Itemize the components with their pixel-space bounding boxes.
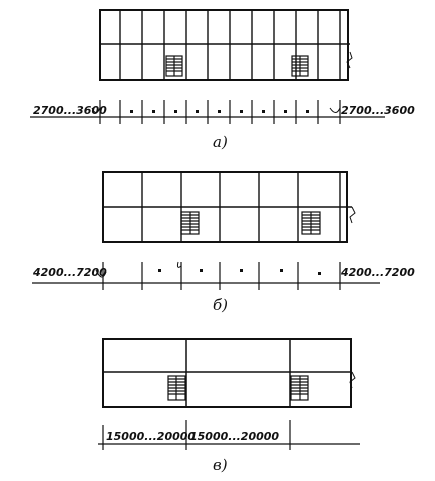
plan-c [102,338,356,408]
dim-label-c-right: 15000...20000 [190,430,279,443]
dim-label-b-left: 4200...7200 [32,266,107,279]
caption-a: a) [213,133,228,151]
dimension-line-b [32,261,380,290]
plan-a-stair-right [291,55,309,77]
plan-a-break-mark [346,51,353,69]
dim-label-b-right: 4200...7200 [340,266,415,279]
plan-b-break-mark [349,206,356,224]
plan-c-break-mark [349,371,356,389]
dim-label-a-right: 2700...3600 [341,104,415,117]
plan-c-stair-left [167,375,186,401]
dimension-line-c [98,420,360,450]
dim-label-c-left: 15000...20000 [106,430,195,443]
caption-b: б) [213,296,228,314]
plan-a-stair-left [165,55,183,77]
plan-a [99,9,353,81]
plan-b-stair-right [301,211,321,235]
dimension-b-tick-marks [158,269,321,275]
plan-a-columns [119,10,341,80]
plan-c-stair-right [290,375,309,401]
plan-c-outline [102,338,352,408]
caption-c: в) [213,456,228,474]
dimension-a-tick-marks [130,110,309,113]
plan-b [102,171,356,243]
plan-c-columns [185,339,291,407]
plan-a-outline [99,9,349,81]
dimension-line-a [30,100,385,124]
plan-b-stair-left [180,211,200,235]
dim-label-a-left: 2700...3600 [33,104,107,117]
